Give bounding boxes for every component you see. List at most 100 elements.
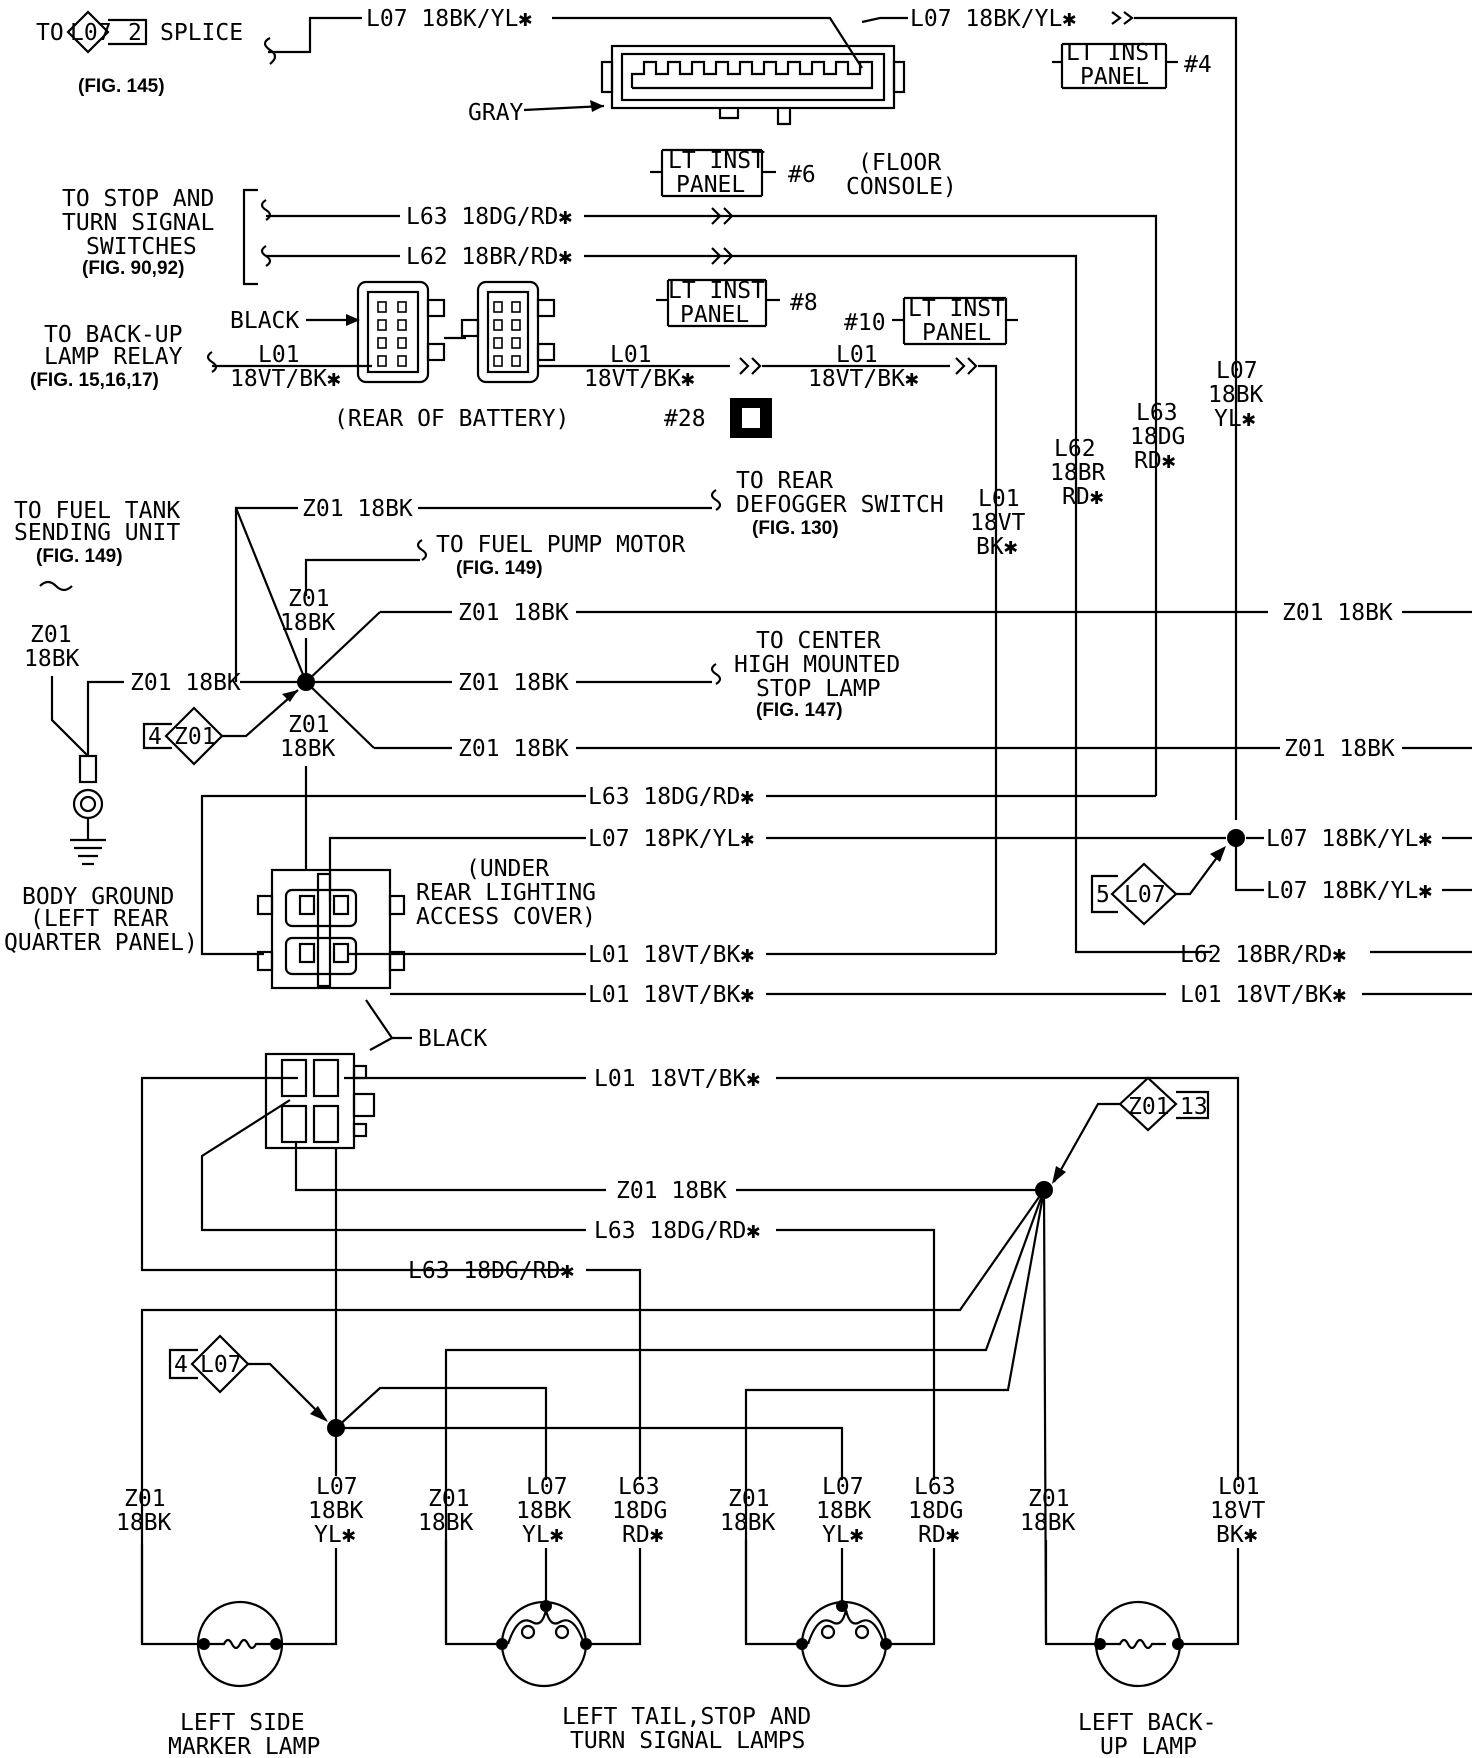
- gray-arrow: [523, 104, 605, 112]
- chmsl-fig: (FIG. 147): [756, 700, 843, 721]
- vlabel-l62: L62 18BR RD✱: [1050, 436, 1106, 510]
- lamp-back-l1: LEFT BACK-: [1078, 1710, 1216, 1736]
- svg-text:18BK: 18BK: [1208, 382, 1264, 408]
- rear-lighting-connector: [256, 868, 406, 990]
- svg-text:L01 18VT/BK✱: L01 18VT/BK✱: [588, 982, 754, 1008]
- backup-l1: TO BACK-UP: [44, 322, 182, 348]
- splice-diamond: [66, 10, 110, 54]
- svg-text:18VT/BK✱: 18VT/BK✱: [808, 366, 919, 392]
- vlabel-l07: L07 18BK YL✱: [1208, 358, 1264, 432]
- lamp-side-marker: [196, 1600, 284, 1688]
- svg-text:Z01 18BK: Z01 18BK: [130, 670, 241, 696]
- n28-label: #28: [664, 406, 706, 432]
- vlabel-l63: L63 18DG RD✱: [1130, 400, 1185, 474]
- backup-l01: L01: [258, 342, 300, 368]
- diamond-4-z01-box: [142, 722, 172, 750]
- vlabel-back-l01: L01 18VT BK✱: [1210, 1474, 1266, 1548]
- wire-l07-vertical: [1134, 16, 1238, 820]
- z01-defog-label: Z01 18BK: [302, 496, 413, 522]
- svg-text:LT INST: LT INST: [668, 148, 765, 174]
- svg-text:BK✱: BK✱: [976, 534, 1018, 560]
- gray-label: GRAY: [468, 100, 524, 126]
- lamp-back-l2: UP LAMP: [1100, 1734, 1197, 1758]
- splice-fig: (FIG. 145): [78, 76, 165, 97]
- svg-text:L63 18DG/RD✱: L63 18DG/RD✱: [588, 784, 754, 810]
- svg-text:#10: #10: [844, 310, 886, 336]
- floor-console-2: CONSOLE): [846, 174, 957, 200]
- svg-text:Z01: Z01: [30, 622, 72, 648]
- svg-text:Z01 18BK: Z01 18BK: [1284, 736, 1395, 762]
- svg-text:18BR: 18BR: [1050, 460, 1106, 486]
- svg-text:18BK: 18BK: [280, 736, 336, 762]
- ground-l2: (LEFT REAR: [30, 906, 169, 932]
- diamond-z01-13: [1118, 1076, 1178, 1132]
- svg-text:4: 4: [174, 1352, 188, 1378]
- pump-label: TO FUEL PUMP MOTOR: [436, 532, 685, 558]
- svg-text:L01: L01: [836, 342, 878, 368]
- svg-text:L07: L07: [526, 1474, 568, 1500]
- body-ground: [70, 754, 106, 866]
- wire-l62-top-label: L62 18BR/RD✱: [406, 244, 572, 270]
- svg-text:#6: #6: [788, 162, 816, 188]
- svg-text:YL✱: YL✱: [522, 1522, 564, 1548]
- svg-text:RD✱: RD✱: [622, 1522, 664, 1548]
- defog-l1: TO REAR: [736, 468, 833, 494]
- vlabel-side-l07: L07 18BK YL✱: [308, 1474, 364, 1548]
- lamp-tail-l1: LEFT TAIL,STOP AND: [562, 1704, 811, 1730]
- wire-l63-route: [584, 214, 1158, 796]
- svg-text:#8: #8: [790, 290, 818, 316]
- svg-text:18BK: 18BK: [116, 1510, 172, 1536]
- svg-text:18VT/BK✱: 18VT/BK✱: [584, 366, 695, 392]
- svg-text:Z01 18BK: Z01 18BK: [1282, 600, 1393, 626]
- svg-text:18DG: 18DG: [1130, 424, 1185, 450]
- lamp-backup: [1094, 1600, 1184, 1688]
- wire-l01-vertical: [978, 364, 998, 954]
- svg-text:L07: L07: [316, 1474, 358, 1500]
- battery-connector-left: [356, 280, 466, 384]
- svg-text:18BK: 18BK: [816, 1498, 872, 1524]
- svg-text:L07: L07: [1124, 882, 1166, 908]
- chmsl-l1: TO CENTER: [756, 628, 881, 654]
- svg-text:L01: L01: [610, 342, 652, 368]
- lt-inst-panel-8: LT INST PANEL #8: [656, 278, 818, 328]
- svg-text:18BK: 18BK: [1020, 1510, 1076, 1536]
- svg-text:18DG: 18DG: [612, 1498, 667, 1524]
- svg-text:Z01: Z01: [1028, 1486, 1070, 1512]
- svg-text:Z01 18BK: Z01 18BK: [458, 736, 569, 762]
- svg-text:L63 18DG/RD✱: L63 18DG/RD✱: [408, 1258, 574, 1284]
- svg-text:Z01 18BK: Z01 18BK: [458, 600, 569, 626]
- svg-text:L01 18VT/BK✱: L01 18VT/BK✱: [1180, 982, 1346, 1008]
- svg-text:LT INST: LT INST: [1066, 40, 1163, 66]
- under-2: REAR LIGHTING: [416, 880, 596, 906]
- svg-text:L63: L63: [618, 1474, 660, 1500]
- svg-text:RD✱: RD✱: [1134, 448, 1176, 474]
- wire-l07-a-label: L07 18BK/YL✱: [366, 6, 532, 32]
- svg-text:L01 18VT/BK✱: L01 18VT/BK✱: [594, 1066, 760, 1092]
- svg-text:PANEL: PANEL: [676, 172, 745, 198]
- vlabel-turn-z01: Z01 18BK: [720, 1486, 776, 1536]
- ground-l3: QUARTER PANEL): [4, 930, 198, 956]
- svg-text:Z01: Z01: [288, 712, 330, 738]
- lamp-side-l1: LEFT SIDE: [180, 1710, 305, 1736]
- splice-num: 2: [128, 20, 142, 46]
- svg-text:L01: L01: [978, 486, 1020, 512]
- svg-text:YL✱: YL✱: [314, 1522, 356, 1548]
- floor-console-1: (FLOOR: [858, 150, 941, 176]
- svg-text:LT INST: LT INST: [668, 278, 765, 304]
- vlabel-tail-l07: L07 18BK YL✱: [516, 1474, 572, 1548]
- svg-text:18DG: 18DG: [908, 1498, 963, 1524]
- black-label: BLACK: [418, 1026, 487, 1052]
- backup-l2: LAMP RELAY: [44, 344, 183, 370]
- svg-text:18BK: 18BK: [24, 646, 80, 672]
- pump-fig: (FIG. 149): [456, 558, 543, 579]
- fuel-l1: TO FUEL TANK: [14, 498, 180, 524]
- fuel-l2: SENDING UNIT: [14, 520, 180, 546]
- lt-inst-panel-10: LT INST PANEL #10: [844, 296, 1018, 346]
- disconnect-arrow: [1111, 11, 1134, 25]
- svg-text:Z01: Z01: [1128, 1094, 1170, 1120]
- svg-text:YL✱: YL✱: [822, 1522, 864, 1548]
- svg-text:L07: L07: [822, 1474, 864, 1500]
- ground-l1: BODY GROUND: [22, 884, 174, 910]
- wire-l07-b-stub: [861, 16, 908, 24]
- splice-circuit: L07: [70, 20, 112, 46]
